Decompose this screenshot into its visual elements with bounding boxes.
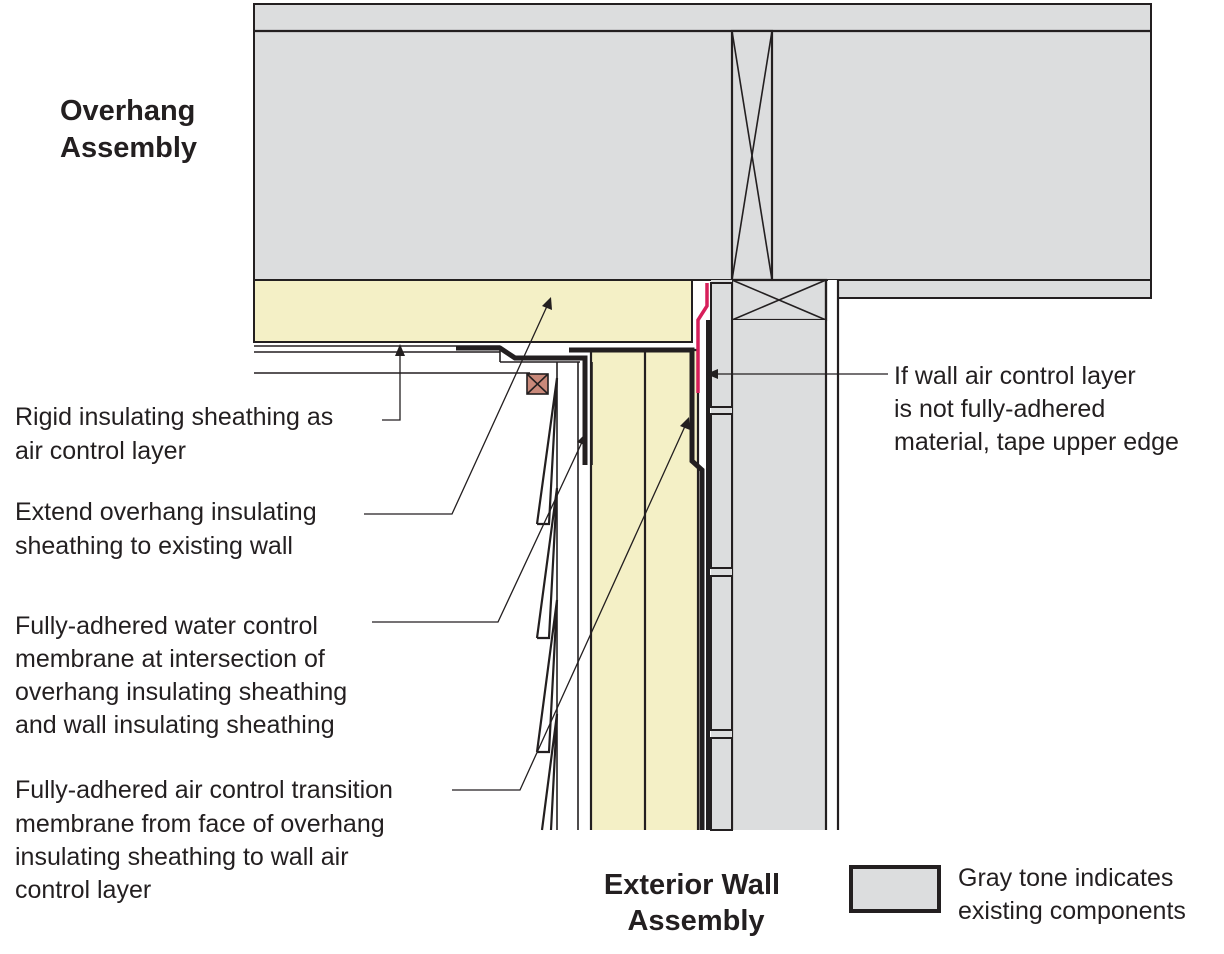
lap-siding: [535, 377, 559, 831]
label-rigid-insulating-sheathing: Rigid insulating sheathing as air contro…: [15, 403, 340, 465]
overhang-insulating-sheathing: [253, 279, 693, 343]
label-air-control-transition-membrane: Fully-adhered air control transition mem…: [15, 776, 400, 904]
tape-upper-edge: [696, 283, 709, 393]
soffit-layers: [254, 345, 580, 374]
overhang-structure: [253, 3, 1152, 299]
leader-lines: [364, 297, 888, 791]
air-control-transition-membrane: [569, 320, 710, 830]
overhang-assembly-title: Overhang Assembly: [60, 95, 203, 164]
label-extend-overhang-sheathing: Extend overhang insulating sheathing to …: [15, 498, 324, 560]
label-water-control-membrane: Fully-adhered water control membrane at …: [15, 612, 354, 739]
water-control-membrane: [456, 345, 588, 465]
wall-insulating-sheathing: [589, 348, 700, 830]
legend: Gray tone indicates existing components: [849, 864, 1186, 925]
furring-strips: [556, 362, 593, 830]
soffit-blocking: [526, 373, 549, 395]
wall-top-blocking: [730, 29, 828, 322]
label-tape-upper-edge: If wall air control layer is not fully-a…: [894, 362, 1179, 456]
exterior-wall-assembly-title: Exterior Wall Assembly: [604, 869, 788, 937]
legend-text: Gray tone indicates existing components: [958, 864, 1186, 925]
existing-wall: [710, 280, 840, 831]
legend-gray-swatch: [849, 865, 941, 913]
